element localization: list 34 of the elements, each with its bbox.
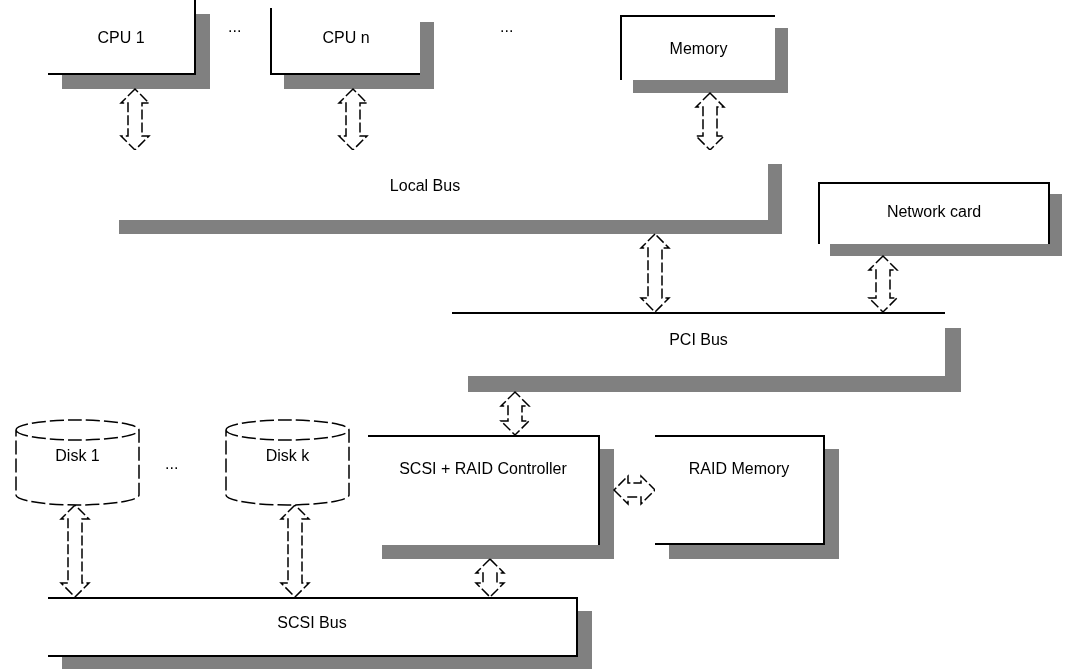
double-arrow xyxy=(337,87,369,152)
node-label: Network card xyxy=(885,202,983,222)
bus-bar xyxy=(48,597,578,657)
ellipsis-label: ... xyxy=(228,18,242,36)
processor-box xyxy=(48,0,196,75)
disk-cylinder xyxy=(225,420,350,505)
node-label: RAID Memory xyxy=(687,459,791,479)
double-arrow xyxy=(119,87,151,152)
controller-box xyxy=(368,435,600,545)
disk-cylinder xyxy=(15,420,140,505)
node-label: Disk k xyxy=(264,446,311,466)
memory-box xyxy=(655,435,825,545)
ellipsis-label: ... xyxy=(500,18,514,36)
node-label: CPU 1 xyxy=(96,28,146,48)
ellipsis-label: ... xyxy=(165,455,179,473)
double-arrow xyxy=(639,232,671,314)
double-arrow xyxy=(694,91,726,152)
double-arrow xyxy=(59,503,91,599)
double-arrow xyxy=(279,503,311,599)
node-label: CPU n xyxy=(321,28,371,48)
bus-bar xyxy=(452,312,945,376)
node-label: Memory xyxy=(668,39,729,59)
node-label: PCI Bus xyxy=(668,330,729,350)
memory-box xyxy=(620,15,775,80)
node-label: Disk 1 xyxy=(54,446,101,466)
processor-box xyxy=(270,8,420,75)
node-label: Local Bus xyxy=(388,176,462,196)
node-label: SCSI Bus xyxy=(276,613,348,633)
double-arrow xyxy=(499,390,531,437)
card-box xyxy=(818,182,1050,244)
node-label: SCSI + RAID Controller xyxy=(398,459,568,479)
double-arrow xyxy=(474,557,506,599)
double-arrow xyxy=(867,254,899,314)
double-arrow xyxy=(612,474,657,506)
